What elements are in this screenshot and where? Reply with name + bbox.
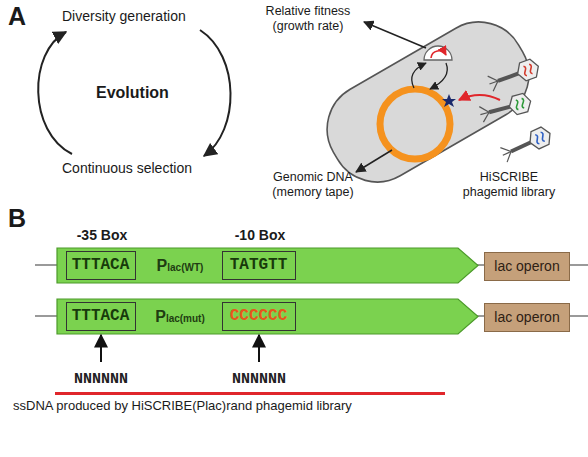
band-shape	[57, 248, 478, 283]
panel-letter: A	[8, 2, 26, 31]
cycle-arrow	[38, 32, 72, 154]
phage	[486, 57, 541, 93]
random-sequence: NNNNNN	[227, 371, 291, 388]
cell-arrow	[412, 63, 426, 88]
connector-arrow	[258, 335, 260, 362]
sequence-box: -35 BoxTTTACA	[66, 251, 136, 280]
genomic-dna-ring	[380, 89, 450, 159]
promoter-band: TTTACA CCCCCCPlac(mut)	[57, 299, 478, 334]
promoter-name: Plac(mut)	[137, 308, 223, 326]
promoter-band: -35 BoxTTTACA -10 BoxTATGTTPlac(WT)	[57, 248, 478, 283]
sequence-box: -10 BoxTATGTT	[222, 251, 296, 280]
gauge-needle	[431, 51, 446, 58]
ssdna-strand: NNNNNNNNNNNNssDNA produced by HiSCRIBE(P…	[55, 362, 445, 395]
sequence-box: CCCCCC	[222, 302, 296, 331]
callout-text: Relative fitness (growth rate)	[258, 4, 358, 34]
cell-arrow	[430, 63, 447, 89]
cell	[310, 5, 545, 199]
strand-caption: ssDNA produced by HiSCRIBE(Plac)rand pha…	[13, 398, 352, 413]
cycle-arrow	[200, 30, 231, 156]
cycle-step: Continuous selection	[62, 160, 192, 176]
edit-star	[442, 94, 456, 107]
phage	[478, 92, 533, 124]
leader-arrow	[364, 22, 426, 48]
panel-letter: B	[8, 204, 26, 233]
injection-arrow	[459, 95, 500, 100]
promoter-name: Plac(WT)	[137, 257, 223, 275]
box-heading: -10 Box	[210, 227, 310, 243]
fitness-gauge	[424, 46, 452, 60]
callout-text: Genomic DNA (memory tape)	[266, 170, 360, 200]
sequence-text: TTTACA	[67, 303, 134, 329]
box-heading: -35 Box	[52, 227, 152, 243]
sequence-text: TATGTT	[223, 252, 294, 278]
operon-name: lac operon	[485, 304, 569, 331]
leader-arrow	[356, 150, 392, 172]
connector-arrow	[100, 335, 102, 362]
sequence-text: TTTACA	[67, 252, 134, 278]
operon-box: lac operon	[484, 252, 570, 281]
operon-box: lac operon	[484, 303, 570, 332]
callout-text: HiSCRIBE phagemid library	[458, 170, 560, 200]
random-sequence: NNNNNN	[69, 371, 133, 388]
phage	[499, 125, 554, 164]
operon-name: lac operon	[485, 253, 569, 280]
band-shape	[57, 299, 478, 334]
sequence-text: CCCCCC	[223, 303, 294, 329]
cycle-step: Diversity generation	[62, 8, 186, 24]
sequence-box: TTTACA	[66, 302, 136, 331]
cycle-center: Evolution	[96, 84, 169, 102]
